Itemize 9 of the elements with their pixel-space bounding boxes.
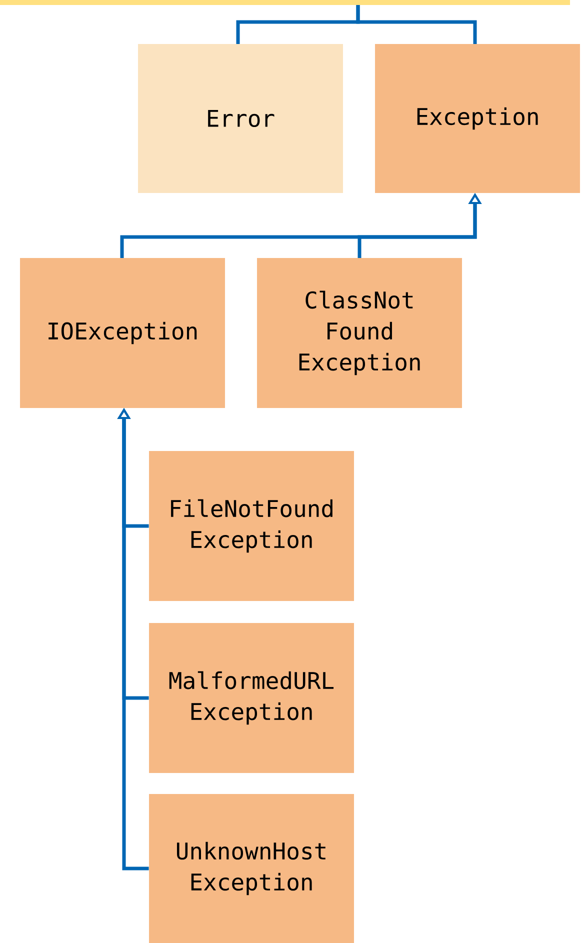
connector: [356, 5, 477, 44]
class-box: ClassNot Found Exception: [257, 258, 462, 408]
class-box: UnknownHost Exception: [149, 794, 354, 943]
class-bar: [0, 0, 570, 5]
class-box: MalformedURL Exception: [149, 623, 354, 773]
class-box: IOException: [20, 258, 225, 408]
class-box: Error: [138, 44, 343, 193]
class-box: Exception: [375, 44, 580, 193]
class-box: FileNotFound Exception: [149, 451, 354, 601]
